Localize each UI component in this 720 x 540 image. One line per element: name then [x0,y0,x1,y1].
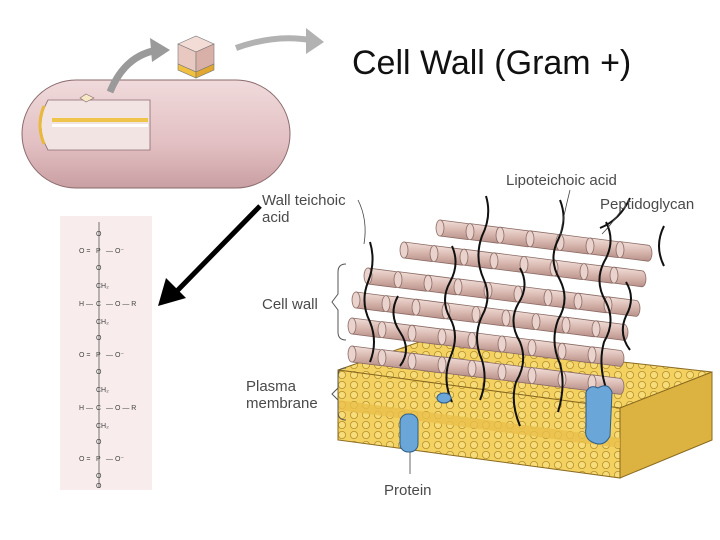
chem-oxygen-anion: — O⁻ [106,352,124,359]
label-wall-teichoic-line2: acid [262,209,290,226]
chem-r-group: — O — R [106,301,136,308]
protein-right [585,385,613,445]
chem-double-bond-oxygen: O = [79,248,90,255]
label-wall-teichoic-line1: Wall teichoic [262,192,346,209]
chem-phosphorus: P [96,352,101,359]
chem-r-group: — O — R [106,405,136,412]
peptidoglycan-rod-segment [363,267,401,289]
peptidoglycan-rod-segment [495,226,533,248]
peptidoglycan-rod-segment [467,331,505,353]
label-plasma-line1: Plasma [246,378,297,395]
peptidoglycan-rod-segment [467,359,505,381]
peptidoglycan-rod-segment [347,345,385,367]
peptidoglycan-rod-segment [525,230,563,251]
pointer-arrow [158,204,262,306]
chem-ch2: CH₂ [96,283,109,290]
chem-phosphorus: P [96,248,101,255]
chem-carbon: C [96,405,101,412]
label-cell-wall: Cell wall [262,296,318,313]
chem-oxygen: O [96,439,102,446]
chem-phosphorus: P [96,456,101,463]
leader-lines [357,189,621,474]
peptidoglycan-rod-segment [347,317,385,339]
chem-double-bond-oxygen: O = [79,456,90,463]
membrane-bracket [331,367,347,421]
peptidoglycan-rod-segment [615,241,653,262]
chem-oxygen: O [96,231,102,238]
chem-ch2: CH₂ [96,423,109,430]
peptidoglycan-rod-segment [497,335,535,357]
label-plasma-membrane: Plasma membrane [246,378,318,412]
peptidoglycan-rod-segment [561,316,599,338]
chem-oxygen: O [96,483,102,490]
peptidoglycan-layer [347,219,653,395]
zoom-arrow-right [234,28,324,54]
bacterium-illustration [21,79,291,189]
chem-ch2: CH₂ [96,319,109,326]
protein-left [399,392,452,453]
zoom-arrow-left [106,38,170,94]
label-protein: Protein [384,482,432,499]
chem-oxygen: O [96,369,102,376]
page-title: Cell Wall (Gram +) [352,44,632,82]
peptidoglycan-rod-segment [437,328,475,349]
wall-section-cube [177,35,215,79]
chem-oxygen: O [96,335,102,342]
label-wall-teichoic-acid: Wall teichoic acid [262,192,346,226]
label-plasma-line2: membrane [246,395,318,412]
chem-hydrogen: H — [79,301,93,308]
cell-wall-bracket [331,263,347,341]
chem-hydrogen: H — [79,405,93,412]
chem-ch2: CH₂ [96,387,109,394]
chem-oxygen: O [96,473,102,480]
chem-double-bond-oxygen: O = [79,352,90,359]
teichoic-acid-strands [363,195,665,427]
chem-oxygen-anion: — O⁻ [106,456,124,463]
chem-oxygen: O [96,265,102,272]
chem-oxygen-anion: — O⁻ [106,248,124,255]
peptidoglycan-rod-segment [587,346,625,367]
peptidoglycan-rod-segment [609,266,647,288]
label-lipoteichoic-acid: Lipoteichoic acid [506,172,617,189]
label-peptidoglycan: Peptidoglycan [600,196,695,213]
chem-carbon: C [96,301,101,308]
